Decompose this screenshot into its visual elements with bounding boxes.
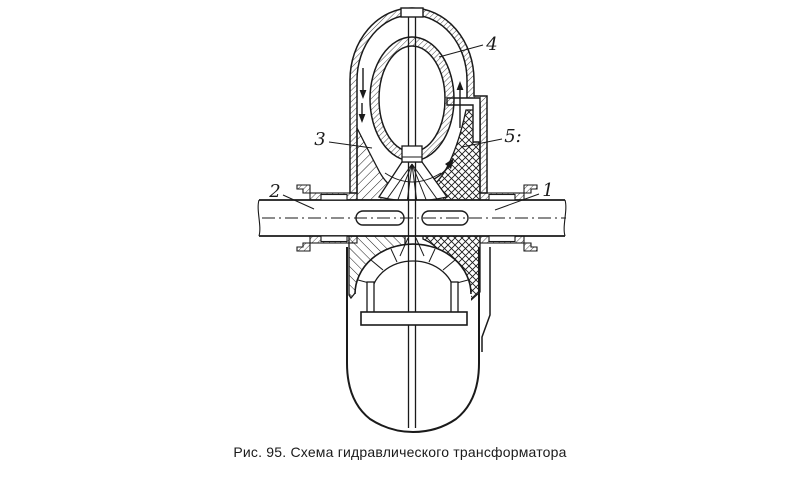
leader-line <box>438 44 484 58</box>
label-input-shaft: 2 <box>268 181 280 202</box>
torus-core-ring <box>369 36 455 162</box>
housing-right-wall <box>481 247 491 352</box>
top-bearing-cap <box>400 7 424 18</box>
flow-arrow-up-icon <box>456 81 464 128</box>
part-label-1: 1 <box>494 180 554 211</box>
main-shaft <box>257 199 567 237</box>
label-torus-core: 4 <box>485 34 497 55</box>
flow-arrow-down-icon <box>359 68 367 99</box>
leader-line <box>461 138 503 148</box>
flange-left-bottom <box>296 235 358 252</box>
part-label-5: 5: <box>461 126 522 148</box>
support-leg <box>366 281 375 315</box>
part-labels: 4 3 5: 2 1 <box>268 34 554 211</box>
shaft-break-left <box>257 199 261 237</box>
sump-housing <box>346 247 480 434</box>
flange-right-bottom <box>479 235 538 252</box>
part-label-2: 2 <box>268 181 315 210</box>
part-label-4: 4 <box>438 34 498 58</box>
figure-caption: Рис. 95. Схема гидравлического трансформ… <box>233 444 567 460</box>
leader-line <box>328 141 373 149</box>
runner-arch <box>354 237 472 312</box>
label-pump-chamber: 3 <box>314 129 325 150</box>
label-output-shaft: 1 <box>542 180 553 201</box>
flow-arrow-down-icon <box>358 103 366 123</box>
label-turbine-chamber: 5: <box>504 126 522 147</box>
flange-right-top <box>479 184 538 201</box>
leader-line <box>494 193 540 211</box>
central-rod <box>407 17 417 428</box>
part-label-3: 3 <box>314 129 373 150</box>
leader-line <box>282 194 315 210</box>
flange-left-top <box>296 184 358 201</box>
guide-vane-wheel <box>377 161 449 204</box>
base-plate <box>360 311 468 326</box>
support-leg <box>450 281 459 315</box>
keyway-slot-right <box>421 210 469 226</box>
vane-hub <box>401 145 423 163</box>
